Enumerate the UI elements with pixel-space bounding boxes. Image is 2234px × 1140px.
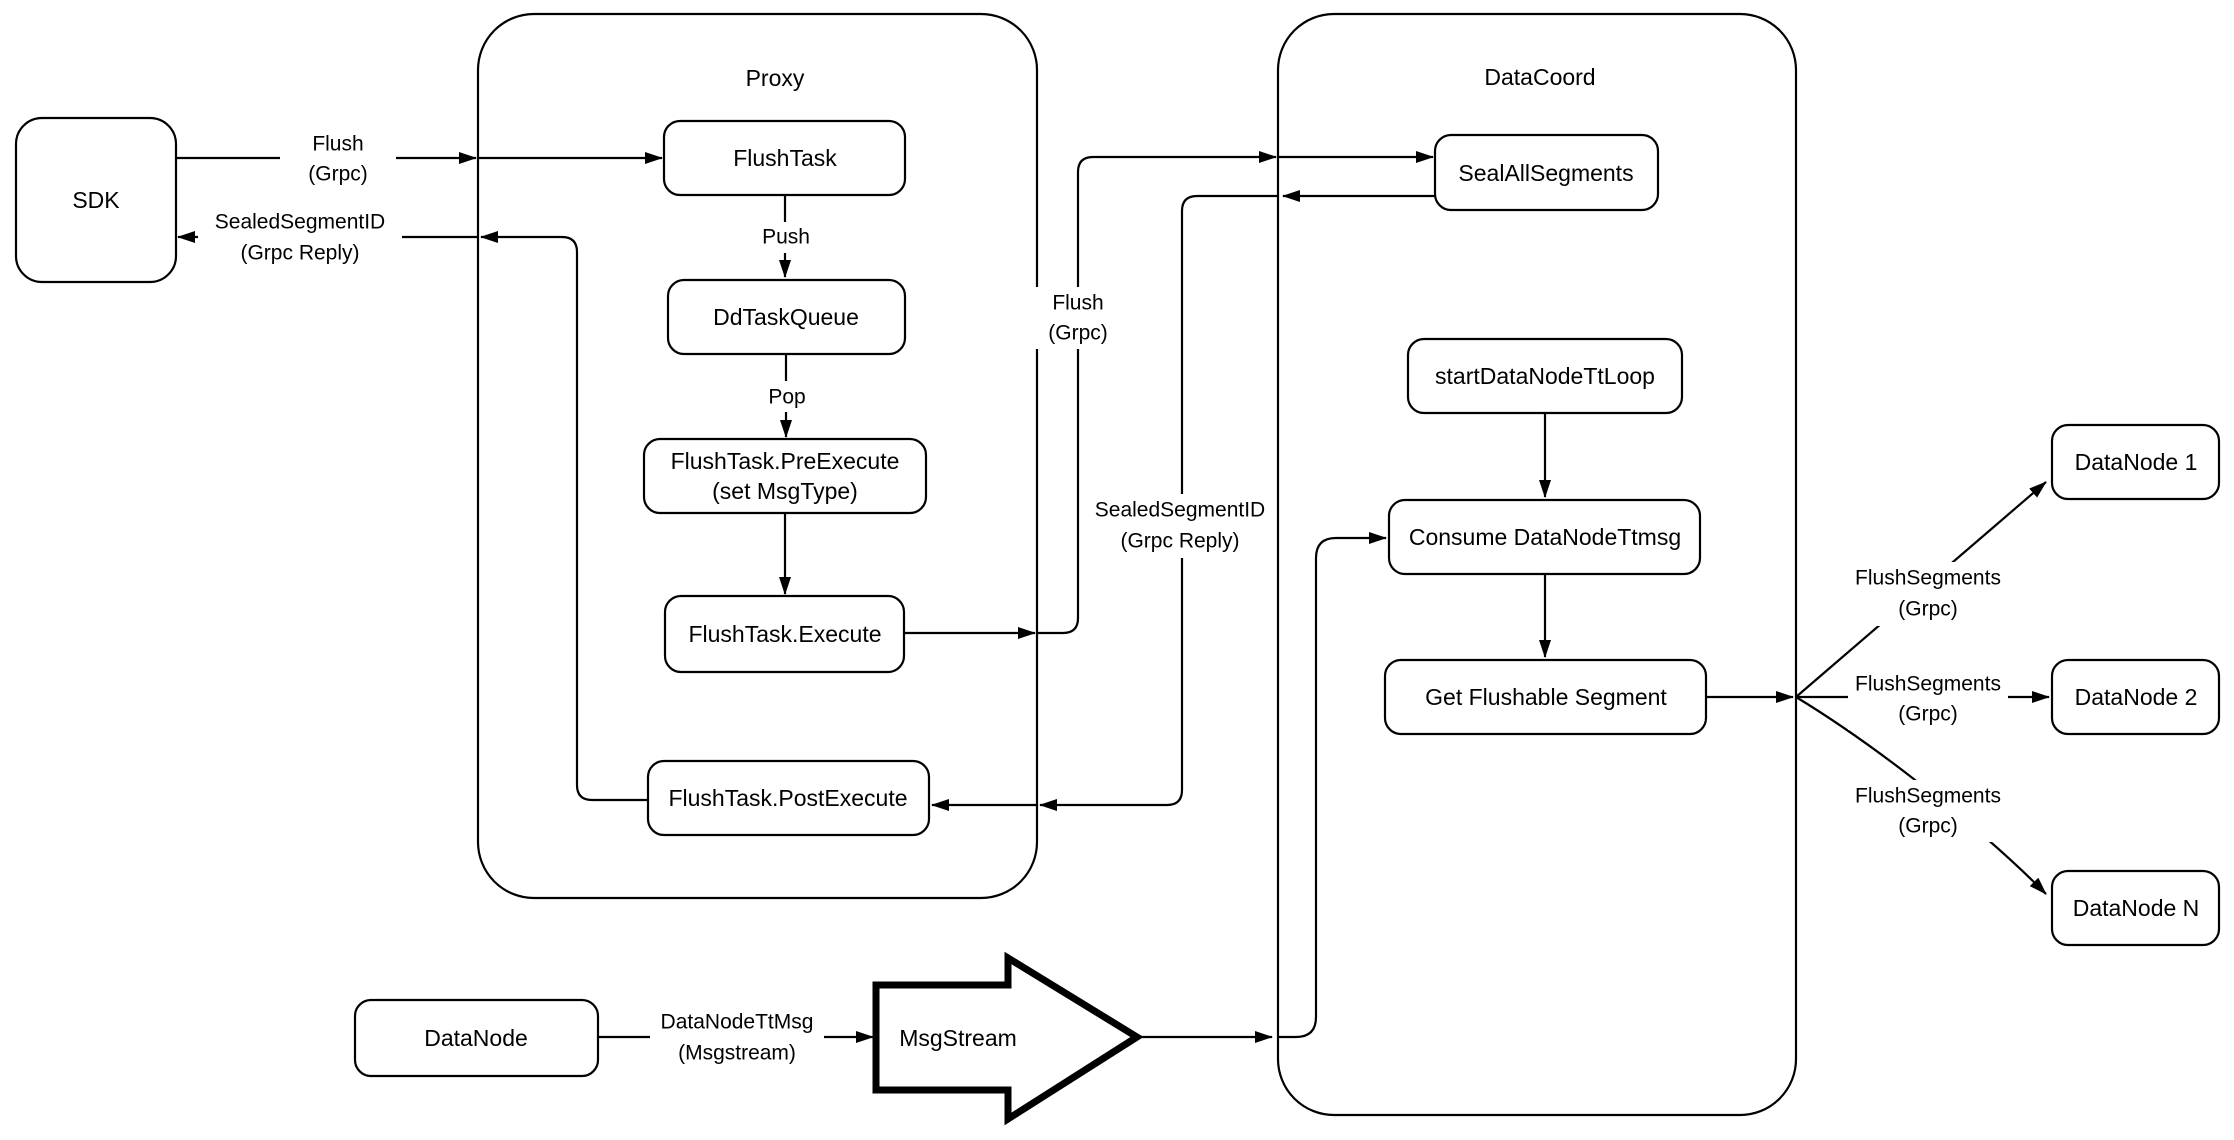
node-datanoden-label: DataNode N: [2073, 895, 2200, 921]
edge-label-push: Push: [762, 226, 810, 249]
node-flushtask[interactable]: [662, 119, 907, 197]
node-sealallsegments-label: SealAllSegments: [1458, 160, 1633, 186]
edge-label-bg: [1848, 780, 2008, 842]
edge-label-sdk-flush-line2: (Grpc): [308, 163, 368, 186]
edge-label-flushsegments1-line2: (Grpc): [1898, 598, 1958, 621]
edge-datacoord-border-to-consume: [1278, 532, 1387, 1039]
edge-postexecute-to-proxy-border: [480, 231, 648, 802]
edge-label-bg: [755, 222, 817, 253]
node-preexecute[interactable]: [642, 437, 928, 515]
edge-label-sdk-reply-line2: (Grpc Reply): [240, 242, 359, 265]
edge-label-bg: [1088, 494, 1272, 558]
node-getflushablesegment[interactable]: [1383, 658, 1708, 736]
node-execute-label: FlushTask.Execute: [688, 621, 881, 647]
node-msgstream-label: MsgStream: [899, 1025, 1017, 1051]
edge-label-pop: Pop: [768, 386, 805, 409]
edge-label-exec-flush-line2: (Grpc): [1048, 322, 1108, 345]
edge-label-exec-flush-line1: Flush: [1052, 292, 1103, 315]
edge-label-seal-reply-line2: (Grpc Reply): [1120, 530, 1239, 553]
node-postexecute[interactable]: [646, 759, 931, 837]
node-ddtaskqueue-label: DdTaskQueue: [713, 304, 859, 330]
edge-label-bg: [759, 381, 815, 412]
node-preexecute-label-line1: FlushTask.PreExecute: [671, 448, 900, 474]
container-proxy-title: Proxy: [746, 65, 805, 91]
node-startdatanodettloop[interactable]: [1406, 337, 1684, 415]
node-ddtaskqueue[interactable]: [666, 278, 907, 356]
edge-label-bg: [1848, 562, 2008, 626]
edge-proxy-border-to-datacoord-border: [1037, 151, 1277, 635]
edge-label-flushsegments3-line2: (Grpc): [1898, 815, 1958, 838]
edge-label-bg: [650, 1006, 824, 1068]
edge-label-datanodettmsg-line1: DataNodeTtMsg: [661, 1011, 814, 1034]
edge-label-bg: [1035, 287, 1121, 349]
node-sdk-label: SDK: [72, 187, 120, 213]
edge-label-seal-reply-line1: SealedSegmentID: [1095, 499, 1265, 522]
edge-label-bg: [280, 128, 396, 188]
container-datacoord-title: DataCoord: [1484, 64, 1595, 90]
node-consumedatanodettmsg[interactable]: [1387, 498, 1702, 576]
node-msgstream-block-arrow[interactable]: [872, 951, 1144, 1126]
node-datanode2-label: DataNode 2: [2075, 684, 2198, 710]
container-datacoord[interactable]: [1276, 12, 1798, 1117]
edge-label-datanodettmsg-line2: (Msgstream): [678, 1042, 796, 1065]
node-getflushablesegment-label: Get Flushable Segment: [1425, 684, 1667, 710]
node-datanoden[interactable]: [2050, 869, 2221, 947]
node-flushtask-label: FlushTask: [733, 145, 837, 171]
node-datanode2[interactable]: [2050, 658, 2221, 736]
node-sealallsegments[interactable]: [1433, 133, 1660, 212]
node-datanode1[interactable]: [2050, 423, 2221, 501]
node-consumedatanodettmsg-label: Consume DataNodeTtmsg: [1409, 524, 1681, 550]
edge-label-flushsegments1-line1: FlushSegments: [1855, 567, 2001, 590]
edge-label-sdk-flush-line1: Flush: [312, 133, 363, 156]
node-datanode1-label: DataNode 1: [2075, 449, 2198, 475]
container-proxy[interactable]: [476, 12, 1039, 900]
node-datanode-bottom-label: DataNode: [424, 1025, 528, 1051]
edge-label-flushsegments2-line2: (Grpc): [1898, 703, 1958, 726]
node-datanode-bottom[interactable]: [353, 998, 600, 1078]
edge-label-sdk-reply-line1: SealedSegmentID: [215, 211, 385, 234]
edge-label-flushsegments3-line1: FlushSegments: [1855, 785, 2001, 808]
node-startdatanodettloop-label: startDataNodeTtLoop: [1435, 363, 1655, 389]
edge-label-bg: [198, 206, 402, 268]
node-execute[interactable]: [663, 594, 906, 674]
node-preexecute-label-line2: (set MsgType): [712, 478, 858, 504]
edge-label-flushsegments2-line1: FlushSegments: [1855, 673, 2001, 696]
node-postexecute-label: FlushTask.PostExecute: [668, 785, 907, 811]
node-sdk[interactable]: [14, 116, 178, 284]
edge-label-bg: [1848, 668, 2008, 730]
